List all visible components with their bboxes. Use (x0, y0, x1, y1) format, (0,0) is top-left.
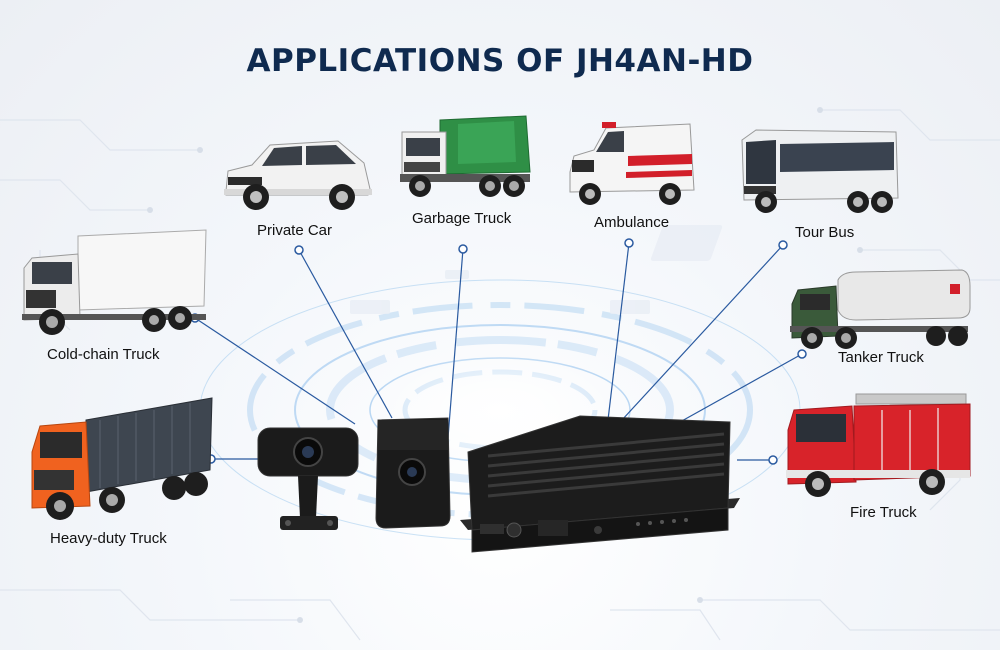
label-tour-bus: Tour Bus (795, 224, 855, 241)
suv-icon (224, 140, 372, 210)
connector-dot (294, 245, 304, 255)
cabin-camera-icon (375, 417, 451, 529)
connector-cold-chain-truck (194, 317, 356, 425)
label-garbage-truck: Garbage Truck (412, 210, 512, 227)
page-title: APPLICATIONS OF JH4AN-HD (246, 42, 754, 79)
connector-tanker-truck (679, 353, 803, 423)
fire-truck-icon (786, 393, 971, 497)
mobile-dvr-icon (460, 415, 740, 553)
tanker-truck-icon (790, 269, 971, 349)
box-truck-icon (22, 229, 207, 335)
connector-dot (768, 455, 778, 465)
connector-private-car (298, 249, 393, 419)
connector-dot (624, 238, 634, 248)
semi-truck-icon (31, 397, 213, 520)
garbage-truck-icon (400, 115, 531, 197)
bus-icon (741, 129, 899, 213)
connector-garbage-truck (447, 248, 464, 439)
connector-dot (458, 244, 468, 254)
ambulance-icon (569, 122, 695, 205)
connector-ambulance (607, 242, 630, 421)
connector-dot (797, 349, 807, 359)
label-fire-truck: Fire Truck (850, 504, 917, 521)
dash-camera-icon (257, 427, 359, 530)
label-ambulance: Ambulance (594, 214, 670, 231)
label-heavy-duty-truck: Heavy-duty Truck (50, 530, 167, 547)
label-tanker-truck: Tanker Truck (838, 349, 924, 366)
label-cold-chain-truck: Cold-chain Truck (47, 346, 160, 363)
connector-tour-bus (621, 244, 784, 421)
connector-dot (778, 240, 788, 250)
label-private-car: Private Car (257, 222, 333, 239)
